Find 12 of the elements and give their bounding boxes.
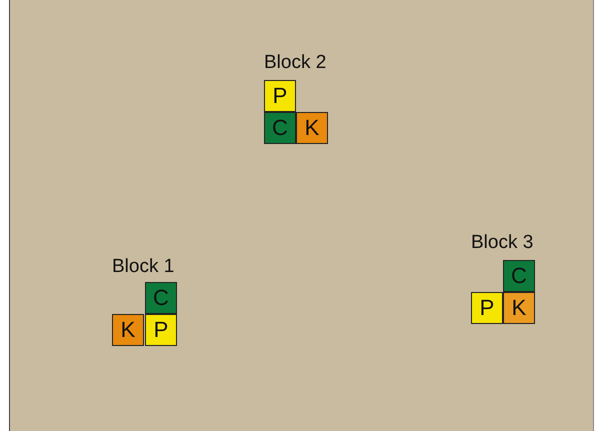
block-heading: Block 2 bbox=[264, 52, 326, 74]
letter-tile: C bbox=[503, 260, 535, 292]
letter-tile: P bbox=[471, 292, 503, 324]
letter-tile: P bbox=[145, 314, 177, 346]
block-heading: Block 3 bbox=[471, 232, 534, 254]
block-heading: Block 1 bbox=[112, 256, 174, 278]
letter-tile: P bbox=[264, 80, 296, 112]
letter-tile: C bbox=[264, 112, 296, 144]
letter-tile: C bbox=[145, 282, 177, 314]
letter-tile: K bbox=[296, 112, 328, 144]
letter-tile: K bbox=[112, 314, 144, 346]
letter-tile: K bbox=[503, 292, 535, 324]
